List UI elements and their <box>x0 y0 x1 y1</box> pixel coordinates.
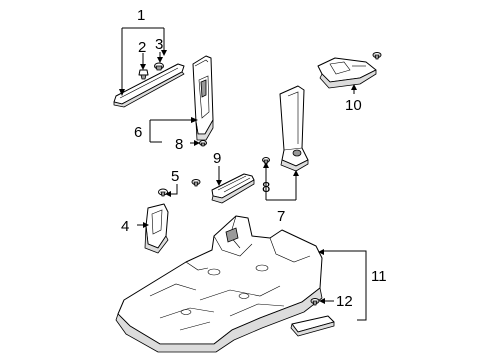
callout-12: 12 <box>336 293 353 310</box>
callout-8-upper: 8 <box>175 136 183 153</box>
leader-lines <box>121 27 367 321</box>
callout-4: 4 <box>121 218 129 235</box>
callout-3: 3 <box>155 36 163 53</box>
callout-6: 6 <box>134 124 142 141</box>
clip-part-3 <box>154 62 164 71</box>
clip-part-scuff <box>191 179 201 187</box>
windshield-pillar-trim-part <box>113 63 185 108</box>
floor-pad-part <box>290 315 335 337</box>
callout-11: 11 <box>371 268 387 285</box>
callout-8-lower: 8 <box>262 179 270 196</box>
callout-2: 2 <box>138 39 146 56</box>
center-pillar-upper-trim-part <box>192 55 214 141</box>
callout-5: 5 <box>171 168 179 185</box>
arrowheads <box>119 50 357 304</box>
center-pillar-lower-trim-part <box>279 85 309 172</box>
callout-1: 1 <box>137 7 145 24</box>
clip-part-2 <box>138 69 149 80</box>
clip-part-8-upper <box>199 140 207 147</box>
clip-part-12 <box>310 298 320 306</box>
callout-labels: 1 2 3 6 8 9 5 4 10 8 7 11 12 <box>121 7 387 310</box>
cowl-side-trim-part <box>144 203 169 254</box>
clip-part-8-lower <box>262 157 270 165</box>
clip-part-5 <box>158 188 168 197</box>
callout-10: 10 <box>345 97 362 114</box>
callout-9: 9 <box>213 150 221 167</box>
scuff-plate-part <box>211 173 255 204</box>
floor-carpet-part <box>115 215 323 353</box>
callout-7: 7 <box>277 208 285 225</box>
quarter-upper-trim-part <box>317 57 377 89</box>
clip-part-quarter <box>372 52 382 60</box>
